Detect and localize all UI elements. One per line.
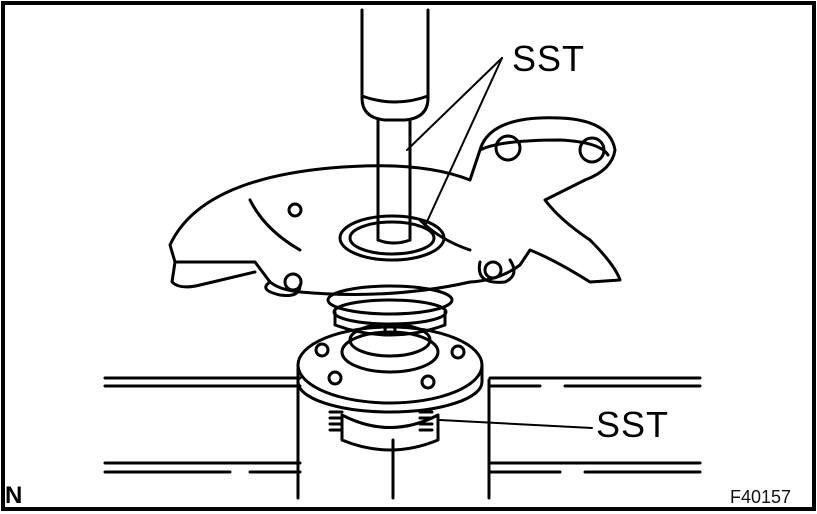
sst-label-bottom: SST	[596, 404, 670, 445]
leader-lines	[406, 57, 593, 429]
press-ram	[360, 8, 430, 245]
hub-flange	[296, 322, 484, 452]
figure-code: F40157	[730, 487, 792, 507]
corner-mark: N	[5, 482, 23, 509]
bearing-stack	[326, 284, 454, 337]
steering-knuckle	[168, 116, 622, 297]
workbench	[103, 376, 702, 500]
sst-label-top: SST	[512, 38, 586, 79]
